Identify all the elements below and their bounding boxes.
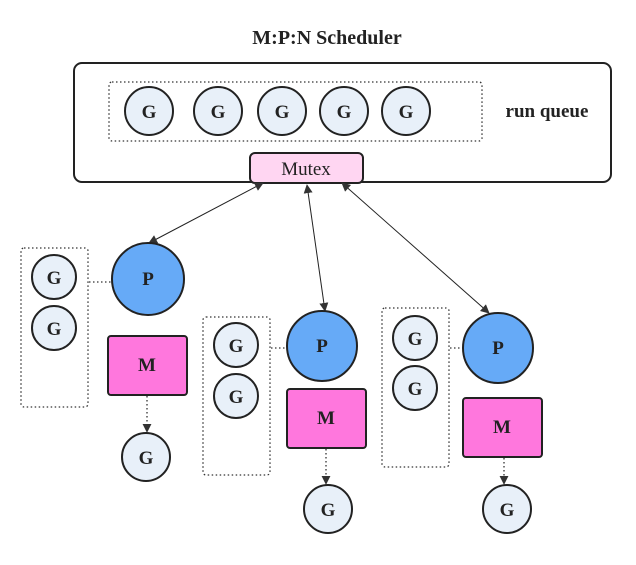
g-label: G: [275, 102, 290, 123]
processor-group-1: G G P M G: [20, 242, 188, 482]
arrow-mutex-p3: [341, 182, 490, 314]
p-label: P: [316, 336, 328, 357]
g-label: G: [229, 387, 244, 408]
processor-p-1: P: [111, 242, 185, 316]
arrow-mutex-p1: [148, 182, 264, 244]
g-label: G: [408, 379, 423, 400]
running-g-2: G: [303, 484, 353, 534]
g-label: G: [229, 336, 244, 357]
g-label: G: [399, 102, 414, 123]
run-queue-g-1: G: [124, 86, 174, 136]
run-queue-g-3: G: [257, 86, 307, 136]
arrow-mutex-p2: [303, 184, 329, 312]
processor-group-3: G G P M G: [381, 307, 543, 534]
running-g-1: G: [121, 432, 171, 482]
m-label: M: [317, 408, 335, 429]
local-g-1b: G: [31, 305, 77, 351]
p-label: P: [492, 338, 504, 359]
g-label: G: [408, 329, 423, 350]
p-label: P: [142, 269, 154, 290]
g-label: G: [337, 102, 352, 123]
g-label: G: [142, 102, 157, 123]
local-g-1a: G: [31, 254, 77, 300]
m-label: M: [493, 417, 511, 438]
run-queue-g-4: G: [319, 86, 369, 136]
g-label: G: [47, 319, 62, 340]
machine-m-2: M: [286, 388, 367, 449]
m-label: M: [138, 355, 156, 376]
local-g-3b: G: [392, 365, 438, 411]
g-label: G: [211, 102, 226, 123]
g-label: G: [321, 500, 336, 521]
processor-group-2: G G P M G: [202, 310, 367, 534]
local-g-2b: G: [213, 373, 259, 419]
run-queue-g-5: G: [381, 86, 431, 136]
g-label: G: [500, 500, 515, 521]
g-label: G: [139, 448, 154, 469]
run-queue-label: run queue: [506, 101, 589, 122]
mutex-label: Mutex: [281, 159, 331, 180]
run-queue-dotted-box: [108, 81, 483, 142]
processor-p-2: P: [286, 310, 358, 382]
local-g-2a: G: [213, 322, 259, 368]
local-g-3a: G: [392, 315, 438, 361]
local-queue-box-3: [381, 307, 450, 468]
local-queue-box-1: [20, 247, 89, 408]
machine-m-1: M: [107, 335, 188, 396]
local-queue-box-2: [202, 316, 271, 476]
processor-p-3: P: [462, 312, 534, 384]
machine-m-3: M: [462, 397, 543, 458]
run-queue-g-2: G: [193, 86, 243, 136]
diagram-title: M:P:N Scheduler: [252, 27, 402, 49]
running-g-3: G: [482, 484, 532, 534]
mutex-box: Mutex: [249, 152, 364, 184]
g-label: G: [47, 268, 62, 289]
